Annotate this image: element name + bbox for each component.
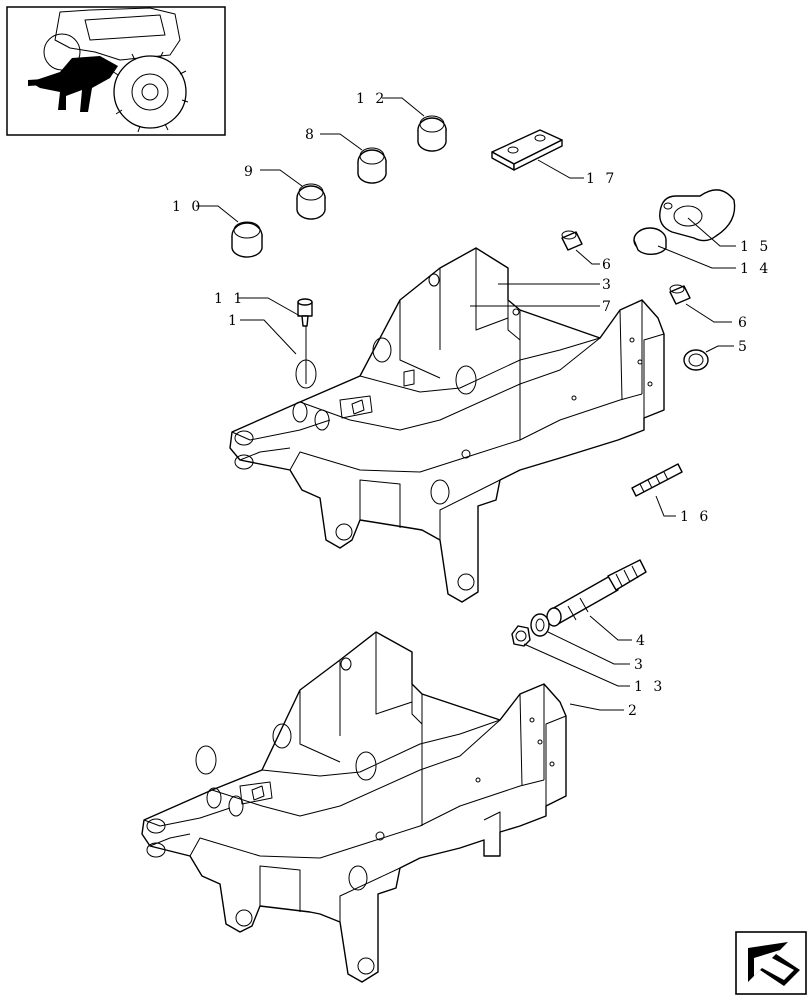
washer-3-lower: [530, 613, 550, 637]
flange-15: [659, 189, 736, 242]
front-support-upper: [229, 247, 665, 603]
callout-15: 1 5: [740, 239, 771, 255]
callout-12: 1 2: [356, 91, 387, 107]
plug-cap-8: [357, 147, 387, 184]
washer-5: [683, 349, 709, 371]
callout-6-upper: 6: [602, 257, 614, 273]
pin-6-upper: [561, 230, 583, 251]
callout-3-lower: 3: [634, 657, 646, 673]
next-page-arrow-icon[interactable]: [735, 931, 807, 995]
callout-10: 1 0: [172, 199, 203, 215]
shaft-4: [546, 559, 647, 627]
callout-13: 1 3: [634, 679, 665, 695]
callout-2: 2: [628, 703, 640, 719]
plug-cap-12: [417, 115, 447, 152]
callout-11: 1 1: [214, 291, 245, 307]
callout-16: 1 6: [680, 509, 711, 525]
callout-5: 5: [738, 339, 750, 355]
nut-13: [511, 625, 531, 647]
plug-cap-9: [296, 183, 326, 220]
plug-cap-10: [231, 221, 263, 258]
screw-11: [297, 298, 313, 327]
callout-17: 1 7: [586, 171, 617, 187]
tractor-location-icon: [6, 6, 226, 136]
callout-3-upper: 3: [602, 277, 614, 293]
callout-labels: 1 2 8 9 1 0 1 7 1 5 1 4 6 3 7 1 1 1 6 5 …: [172, 91, 771, 719]
callout-8: 8: [305, 127, 317, 143]
plate-17: [491, 129, 563, 171]
stud-16: [631, 463, 683, 497]
leader-lines: [196, 97, 736, 711]
bushing-14: [633, 227, 667, 255]
pin-6-right: [669, 284, 691, 305]
callout-4: 4: [636, 633, 648, 649]
callout-1: 1: [228, 313, 240, 329]
callout-6-right: 6: [738, 315, 750, 331]
callout-9: 9: [244, 164, 256, 180]
callout-7: 7: [602, 299, 614, 315]
front-support-lower: [141, 631, 567, 983]
callout-14: 1 4: [740, 261, 771, 277]
